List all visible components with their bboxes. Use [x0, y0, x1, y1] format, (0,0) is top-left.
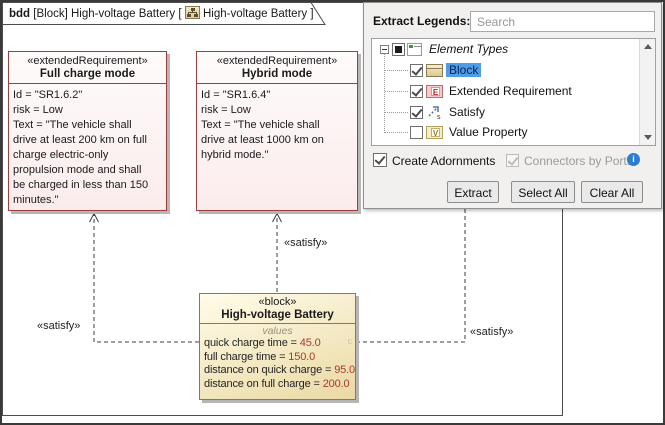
satisfy-connector-left[interactable] [93, 214, 199, 343]
tree-row-element-types[interactable]: Element Types [372, 40, 655, 59]
legend-icon [407, 43, 422, 56]
diagram-header[interactable]: bdd [Block] High-voltage Battery [ High-… [9, 6, 314, 20]
svg-text:s: s [437, 114, 441, 120]
bdd-diagram-icon [184, 6, 200, 19]
tree-item-label[interactable]: Satisfy [449, 105, 486, 119]
requirement-full-charge-mode[interactable]: «extendedRequirement» Full charge mode I… [8, 51, 167, 211]
requirement-properties: Id = "SR1.6.4" risk = Low Text = "The ve… [201, 89, 324, 161]
create-adornments-checkbox[interactable] [373, 153, 387, 167]
satisfy-arrowhead-middle [272, 212, 282, 223]
requirement-header: «extendedRequirement» Hybrid mode [197, 52, 357, 84]
element-types-tree: Element Types Block E Extended Requireme… [371, 38, 656, 146]
value-property-row: distance on quick charge = 95.0 [204, 364, 355, 376]
satisfy-label-left[interactable]: «satisfy» [37, 320, 81, 332]
requirement-hybrid-mode[interactable]: «extendedRequirement» Hybrid mode Id = "… [196, 51, 358, 211]
requirement-name: Full charge mode [39, 68, 136, 80]
block-high-voltage-battery[interactable]: «block» High-voltage Battery values quic… [199, 293, 356, 400]
search-input[interactable] [470, 11, 655, 32]
collapse-toggle-icon[interactable] [380, 45, 389, 54]
satisfy-icon: s [426, 104, 443, 121]
stereotype-label: «extendedRequirement» [27, 55, 148, 67]
scroll-down-icon[interactable] [644, 135, 652, 140]
extract-button[interactable]: Extract [447, 181, 499, 203]
connectors-by-ports-checkbox [506, 154, 519, 167]
block-name: High-voltage Battery [221, 309, 334, 321]
satisfy-label-right[interactable]: «satisfy» [470, 326, 514, 338]
diagram-title-text: [Block] High-voltage Battery [ [30, 8, 185, 20]
create-adornments-label[interactable]: Create Adornments [392, 154, 496, 168]
diagram-header-tab-shape[interactable] [2, 2, 326, 25]
value-property-row: full charge time = 150.0 [204, 350, 316, 363]
requirement-properties: Id = "SR1.6.2" risk = Low Text = "The ve… [13, 89, 149, 206]
tree-item-label[interactable]: Block [446, 63, 482, 77]
value-property-icon: V [426, 126, 443, 139]
clip-indicator: c [347, 336, 353, 346]
clear-all-button[interactable]: Clear All [581, 181, 643, 203]
value-property-row: distance on full charge = 200.0 [204, 377, 350, 390]
extended-requirement-icon: E [426, 85, 443, 98]
tristate-checkbox[interactable] [392, 43, 405, 56]
requirement-name: Hybrid mode [241, 68, 313, 80]
satisfy-label-middle[interactable]: «satisfy» [284, 237, 328, 249]
value-property-checkbox[interactable] [410, 126, 423, 139]
block-icon [426, 64, 443, 77]
tree-row-block[interactable]: Block [372, 61, 655, 80]
tree-connector-line [384, 54, 385, 133]
extended-requirement-checkbox[interactable] [410, 85, 423, 98]
diagram-title-text-end: High-voltage Battery ] [199, 8, 314, 20]
select-all-button[interactable]: Select All [511, 181, 575, 203]
block-header: «block» High-voltage Battery [200, 294, 355, 324]
connectors-by-ports-label: Connectors by Ports [524, 154, 633, 168]
stereotype-label: «block» [258, 296, 297, 308]
tree-row-extended-requirement[interactable]: E Extended Requirement [372, 82, 655, 101]
tree-row-satisfy[interactable]: s Satisfy [372, 103, 655, 122]
panel-title: Extract Legends: [373, 14, 471, 28]
stereotype-label: «extendedRequirement» [216, 55, 338, 67]
tree-item-label[interactable]: Extended Requirement [449, 84, 572, 98]
diagram-kind-keyword: bdd [9, 8, 31, 20]
values-compartment-label: values [262, 325, 293, 337]
satisfy-arrowhead-left [89, 212, 99, 223]
tree-scrollbar[interactable] [639, 39, 655, 145]
tree-row-value-property[interactable]: V Value Property [372, 123, 655, 142]
tree-root-label[interactable]: Element Types [429, 42, 509, 56]
info-icon[interactable]: i [627, 153, 640, 166]
satisfy-connector-right[interactable] [356, 209, 466, 343]
block-checkbox[interactable] [410, 64, 423, 77]
scroll-up-icon[interactable] [644, 44, 652, 49]
satisfy-checkbox[interactable] [410, 106, 423, 119]
extract-legends-panel: Extract Legends: Element Types [363, 2, 662, 209]
requirement-header: «extendedRequirement» Full charge mode [9, 52, 166, 84]
tree-item-label[interactable]: Value Property [449, 125, 528, 139]
value-property-row: quick charge time = 45.0 [204, 337, 321, 349]
